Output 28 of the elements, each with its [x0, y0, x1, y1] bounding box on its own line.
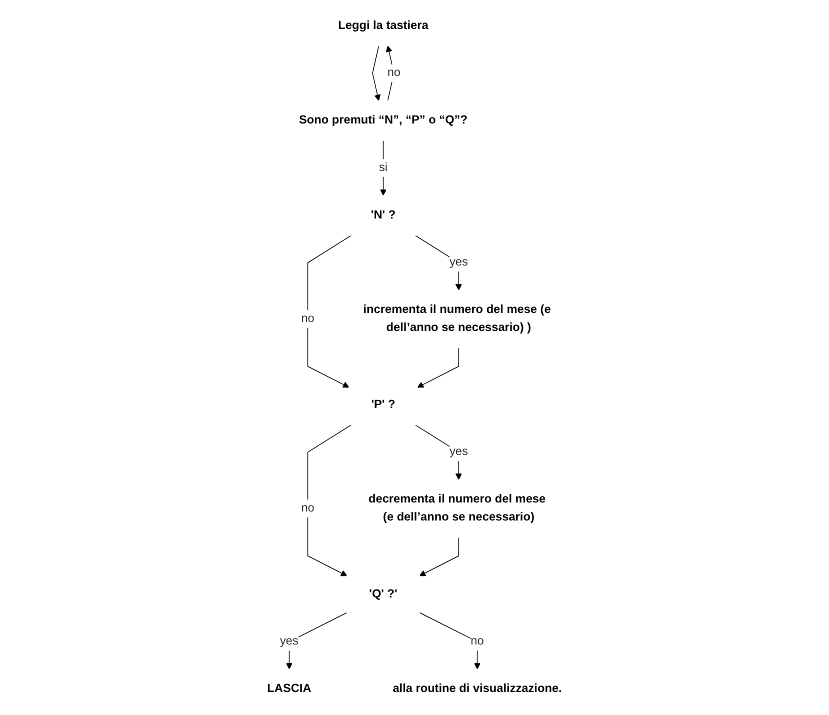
arrow	[380, 140, 386, 196]
edge-label: si	[378, 161, 388, 174]
node-text: 'P' ?	[371, 398, 396, 411]
node-text: 'Q' ?'	[369, 588, 398, 600]
arrow	[419, 612, 480, 670]
node-text: LASCIA	[267, 682, 312, 696]
arrow	[372, 46, 381, 101]
arrow	[417, 348, 460, 388]
arrow	[414, 424, 462, 480]
node-text: Sono premuti “N”, “P” o “Q”?	[299, 114, 468, 127]
node-text: 'N' ?	[370, 208, 396, 222]
arrow	[307, 235, 352, 388]
edge-label: no	[301, 502, 314, 514]
node-text: Leggi la tastiera	[338, 19, 428, 32]
edge-label: no	[470, 635, 484, 648]
arrow	[307, 424, 352, 576]
node-text: decrementa il numero del mese (e dell’anno se necessario)	[368, 492, 546, 524]
arrow	[414, 235, 462, 290]
edge-label: no	[387, 66, 401, 80]
edge-label: yes	[449, 256, 468, 269]
edge-label: yes	[280, 635, 298, 648]
arrow	[386, 46, 394, 102]
edge-label: no	[301, 312, 314, 325]
node-text: incrementa il numero del mese (e dell’anno se necessario) )	[363, 303, 551, 334]
node-text: alla routine di visualizzazione.	[392, 682, 562, 696]
edge-label: yes	[449, 446, 468, 458]
arrow	[286, 612, 348, 670]
arrow	[419, 537, 460, 576]
